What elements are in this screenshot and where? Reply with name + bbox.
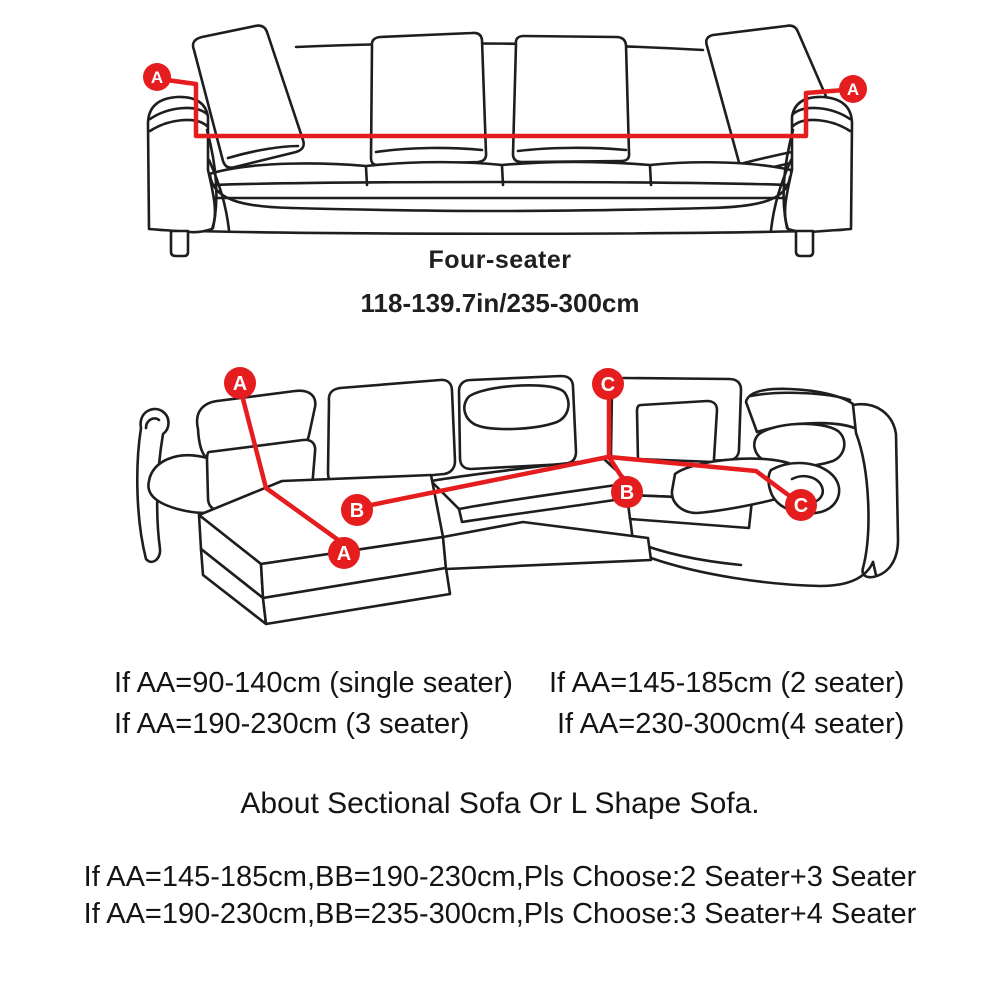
middle-seat bbox=[429, 457, 635, 524]
svg-text:A: A bbox=[233, 373, 247, 395]
svg-text:A: A bbox=[337, 543, 351, 565]
svg-text:B: B bbox=[350, 500, 364, 522]
sofa-legs bbox=[169, 229, 815, 258]
middle-back-pillows bbox=[326, 374, 578, 486]
sectional-note-line1: If AA=145-185cm,BB=190-230cm,Pls Choose:… bbox=[83, 861, 917, 893]
corner-back-pillows bbox=[609, 376, 743, 472]
marker-b-right: B bbox=[611, 476, 643, 508]
back-pillows bbox=[191, 24, 847, 175]
sectional-note-line2: If AA=190-230cm,BB=235-300cm,Pls Choose:… bbox=[83, 898, 917, 930]
guide-row1-left: If AA=90-140cm (single seater) bbox=[114, 667, 513, 699]
svg-text:A: A bbox=[151, 68, 163, 87]
marker-c-top: C bbox=[592, 368, 624, 400]
sectional-measure-lines bbox=[240, 396, 798, 545]
seat-cushions bbox=[207, 160, 795, 213]
svg-text:A: A bbox=[847, 80, 859, 99]
marker-a-left: A bbox=[143, 63, 171, 91]
four-seater-size-range: 118-139.7in/235-300cm bbox=[360, 288, 640, 318]
marker-a-bottom: A bbox=[328, 537, 360, 569]
marker-a-right: A bbox=[839, 75, 867, 103]
svg-text:B: B bbox=[620, 482, 634, 504]
middle-base-band bbox=[441, 520, 653, 571]
svg-text:C: C bbox=[601, 374, 615, 396]
svg-text:C: C bbox=[794, 495, 808, 517]
four-seater-caption: Four-seater bbox=[428, 246, 572, 274]
guide-row2-right: If AA=230-300cm(4 seater) bbox=[557, 708, 905, 740]
four-seater-diagram: A A bbox=[143, 24, 867, 258]
aa-measure-line bbox=[164, 77, 847, 139]
guide-row2-left: If AA=190-230cm (3 seater) bbox=[114, 708, 470, 740]
guide-row1-right: If AA=145-185cm (2 seater) bbox=[549, 667, 905, 699]
chaise-seat-box bbox=[197, 473, 452, 626]
right-end-chair bbox=[744, 387, 900, 579]
marker-a-top: A bbox=[224, 367, 256, 399]
sofa-back-rail bbox=[294, 42, 705, 52]
marker-c-right: C bbox=[785, 489, 817, 521]
sectional-note-heading: About Sectional Sofa Or L Shape Sofa. bbox=[240, 787, 760, 820]
marker-b-left: B bbox=[341, 494, 373, 526]
sectional-diagram: A A B B C C bbox=[135, 367, 900, 626]
